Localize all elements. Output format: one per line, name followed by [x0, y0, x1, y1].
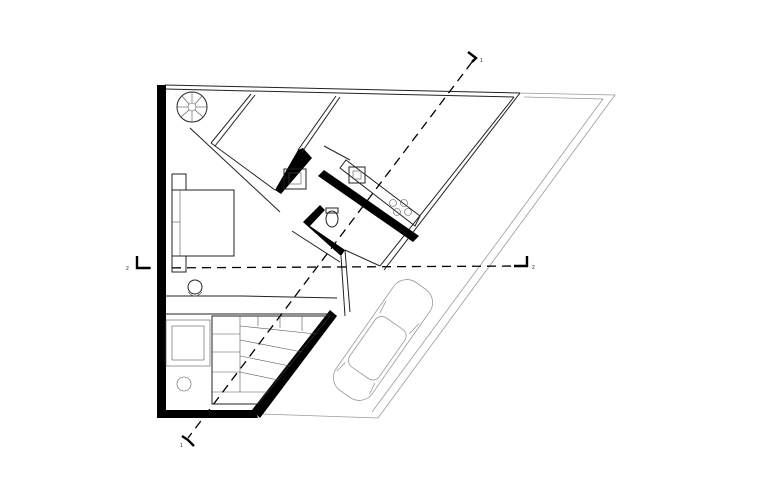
- section-tag-right: 2: [532, 265, 535, 271]
- interior-partitions: [166, 93, 381, 317]
- toilet-icon: [325, 207, 339, 228]
- kitchen-wall: [318, 170, 419, 242]
- west-wall: [157, 85, 166, 418]
- section-tag-left: 2: [126, 266, 129, 272]
- section-tag-top: 1: [480, 58, 483, 64]
- section-line-diagonal: 1 1: [180, 51, 483, 449]
- staircase-icon: [211, 315, 332, 405]
- double-bed-icon: [171, 173, 235, 273]
- kitchen-sink-icon: [348, 166, 366, 184]
- sofa-icon: [165, 319, 211, 392]
- kitchen-counter: [339, 159, 421, 227]
- spiral-staircase-icon: [176, 91, 208, 123]
- parked-car-icon: [333, 279, 433, 401]
- southeast-wall: [252, 310, 337, 418]
- section-marker-right: [514, 256, 529, 268]
- section-marker-left: [135, 256, 150, 270]
- south-wall: [157, 410, 258, 418]
- section-line-horizontal: 2 2: [126, 256, 535, 272]
- section-marker-bottom: [181, 435, 195, 447]
- site-outline: [261, 92, 616, 419]
- section-tag-bottom: 1: [180, 443, 183, 449]
- desk-chair-icon: [187, 279, 203, 297]
- washbasin-icon: [283, 168, 307, 190]
- cooktop-burners-icon: [389, 199, 412, 216]
- building-outline: [164, 84, 521, 271]
- section-marker-top: [467, 51, 478, 63]
- wc-wall: [303, 205, 345, 256]
